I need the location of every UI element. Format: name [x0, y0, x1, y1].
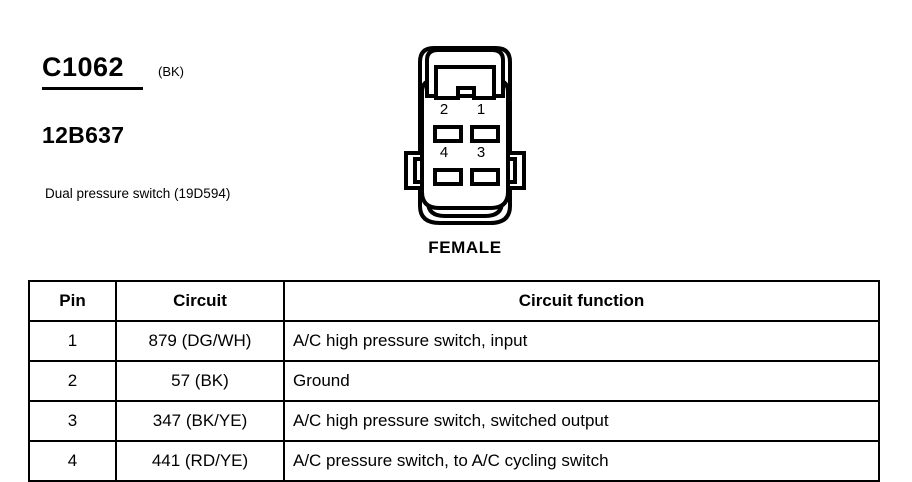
table-row: 3 347 (BK/YE) A/C high pressure switch, …	[28, 400, 880, 442]
cell-pin: 4	[28, 440, 117, 482]
column-header-pin: Pin	[28, 280, 117, 322]
table-row: 1 879 (DG/WH) A/C high pressure switch, …	[28, 320, 880, 362]
column-header-circuit: Circuit	[115, 280, 285, 322]
table-row: 2 57 (BK) Ground	[28, 360, 880, 402]
part-number-label: 12B637	[42, 122, 125, 148]
component-description-label: Dual pressure switch (19D594)	[45, 186, 231, 201]
cell-circuit-function: A/C high pressure switch, input	[283, 320, 880, 362]
cell-pin: 3	[28, 400, 117, 442]
connector-outer-shell	[404, 46, 526, 225]
connector-id-underline	[42, 87, 143, 90]
pin-cavity-1	[470, 125, 500, 143]
connector-id-row: C1062 (BK)	[40, 52, 360, 92]
connector-color-code-label: (BK)	[158, 64, 184, 79]
connector-latch-inner	[434, 65, 496, 100]
cell-pin: 2	[28, 360, 117, 402]
pin-cavity-2	[433, 125, 463, 143]
cell-circuit: 347 (BK/YE)	[115, 400, 285, 442]
pin-number-label-4: 4	[439, 144, 449, 161]
pinout-table: Pin Circuit Circuit function 1 879 (DG/W…	[28, 280, 880, 482]
pin-cavity-3	[470, 168, 500, 186]
pin-cavity-4	[433, 168, 463, 186]
cell-circuit: 57 (BK)	[115, 360, 285, 402]
cell-circuit-function: A/C high pressure switch, switched outpu…	[283, 400, 880, 442]
cell-circuit-function: A/C pressure switch, to A/C cycling swit…	[283, 440, 880, 482]
connector-id-label: C1062	[42, 52, 125, 82]
connector-identification-block: C1062 (BK) 12B637 Dual pressure switch (…	[40, 52, 360, 201]
cell-circuit: 441 (RD/YE)	[115, 440, 285, 482]
table-header-row: Pin Circuit Circuit function	[28, 280, 880, 322]
cell-circuit: 879 (DG/WH)	[115, 320, 285, 362]
connector-illustration: 2 1 4 3 FEMALE	[375, 40, 555, 265]
connector-body-diagram	[404, 46, 526, 225]
pin-number-label-3: 3	[476, 144, 486, 161]
pin-number-label-2: 2	[439, 101, 449, 118]
connector-gender-label: FEMALE	[428, 238, 502, 257]
cell-pin: 1	[28, 320, 117, 362]
pin-number-label-1: 1	[476, 101, 486, 118]
cell-circuit-function: Ground	[283, 360, 880, 402]
table-row: 4 441 (RD/YE) A/C pressure switch, to A/…	[28, 440, 880, 482]
column-header-circuit-function: Circuit function	[283, 280, 880, 322]
